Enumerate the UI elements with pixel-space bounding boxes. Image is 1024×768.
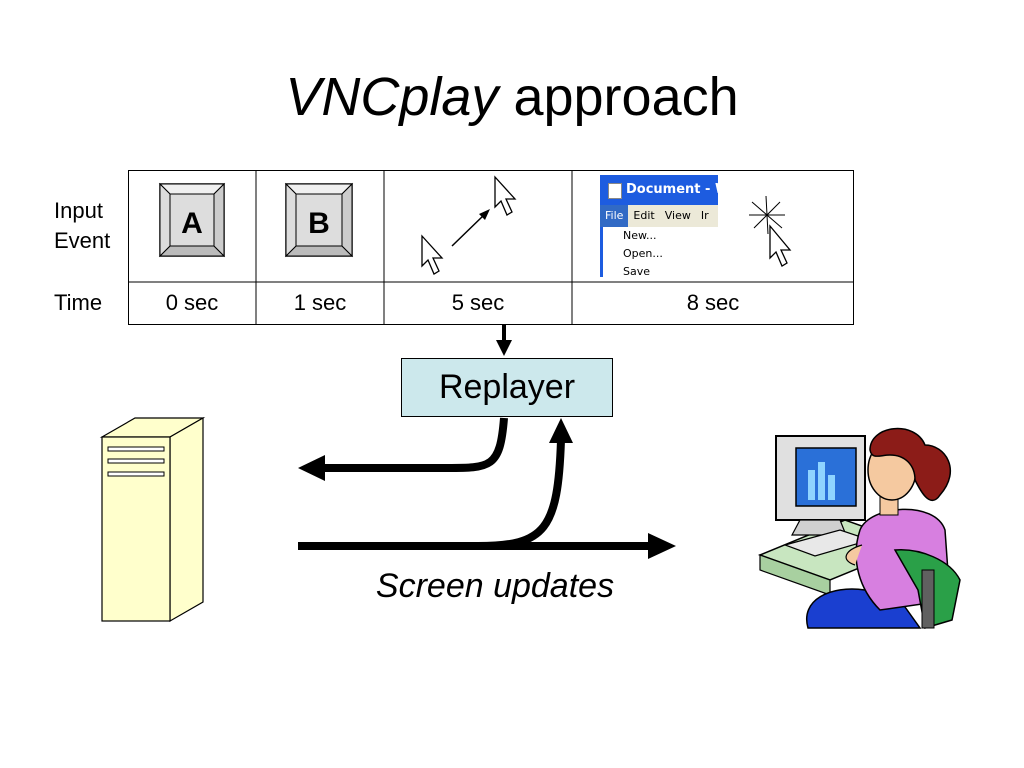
timeline-to-replayer-arrow — [496, 325, 512, 356]
window-titlebar: Document - W — [600, 175, 718, 205]
menu-item-save: Save — [623, 265, 651, 277]
window-menubar: File Edit View Ir — [600, 205, 718, 227]
replayer-to-server-arrow — [298, 417, 508, 481]
time-label: Time — [54, 290, 103, 315]
server-icon — [99, 416, 206, 623]
key-a-label: A — [181, 207, 203, 240]
title-rest: approach — [513, 67, 739, 127]
time-cell-0: 0 sec — [165, 290, 219, 315]
time-cell-3: 8 sec — [686, 290, 740, 315]
menu-edit: Edit — [633, 209, 655, 222]
user-at-computer-icon — [757, 428, 961, 629]
document-icon — [608, 183, 622, 199]
timeline-grid: A B — [128, 170, 854, 325]
input-label-line1: Input — [54, 198, 103, 223]
key-a-icon: A — [158, 182, 226, 258]
key-b-label: B — [308, 207, 330, 240]
time-cell-1: 1 sec — [293, 290, 347, 315]
menu-item-open: Open... — [623, 247, 663, 260]
menu-view: View — [664, 209, 691, 222]
menu-item-new: New... — [623, 229, 657, 242]
document-window-thumbnail: Document - W File Edit View Ir New... Open.… — [600, 175, 718, 277]
window-title: Document - W — [626, 182, 718, 197]
input-event-label: Input Event — [54, 196, 110, 256]
input-label-line2: Event — [54, 228, 111, 253]
timeline-table: A B — [128, 170, 854, 325]
click-cursor-icon — [749, 195, 792, 267]
file-menu-dropdown: New... Open... Save — [600, 227, 718, 277]
time-cell-2: 5 sec — [451, 290, 505, 315]
screen-updates-label: Screen updates — [375, 567, 615, 605]
key-b-icon: B — [284, 182, 354, 258]
screen-update-arrow — [298, 533, 676, 559]
title-italic: VNCplay — [285, 67, 499, 127]
replayer-box: Replayer — [401, 358, 613, 417]
menu-file: File — [600, 205, 629, 227]
mouse-move-icon — [421, 175, 517, 275]
slide-title: VNCplay approach — [0, 62, 1024, 132]
menu-insert: Ir — [700, 209, 709, 222]
updates-to-replayer-arrow — [477, 418, 573, 550]
